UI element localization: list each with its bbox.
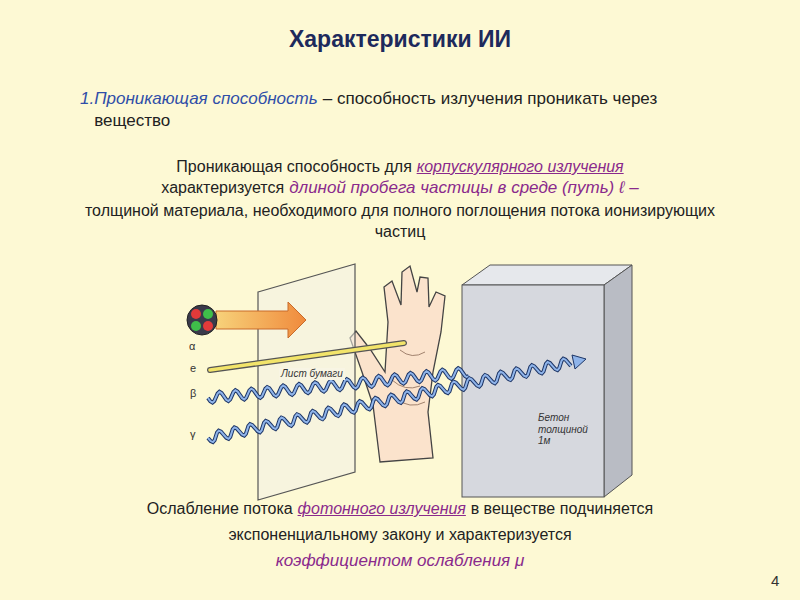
block-side: [604, 265, 632, 497]
sheet-outline: [258, 264, 355, 500]
electron-ray-outline: [210, 343, 404, 370]
text-run: корпускулярного излучения: [417, 158, 624, 175]
ray-label: 4: [771, 572, 779, 589]
paragraph-line: Проникающая способность для корпускулярно…: [60, 156, 740, 177]
gamma-wave: [208, 359, 571, 442]
item-text-holder: Проникающая способность– способность изл…: [94, 88, 694, 132]
text-run: толщиной материала, необходимого для пол…: [85, 202, 715, 240]
text-run: длиной пробега частицы в среде (путь) ℓ …: [289, 178, 638, 197]
slide-title: Характеристики ИИ: [0, 26, 800, 53]
node-label: Лист бумаги: [279, 368, 345, 380]
text-run: Ослабление потока: [147, 500, 293, 517]
paragraph-line: Ослабление потокафотонного излученияв ве…: [110, 496, 690, 547]
node-shape: [460, 262, 634, 500]
ray-label: e: [190, 362, 196, 374]
block-top: [462, 265, 632, 285]
text-run: 1.: [80, 89, 94, 108]
title-text: Характеристики ИИ: [289, 26, 511, 52]
proton: [191, 309, 201, 319]
hand: [350, 266, 445, 462]
block-front: [462, 285, 604, 497]
text-run: Проникающая способность для: [176, 158, 411, 175]
paragraph-line: толщиной материала, необходимого для пол…: [60, 200, 740, 242]
text-run: коэффициентом ослабления μ: [276, 551, 524, 570]
ray-label: γ: [190, 428, 196, 440]
paragraph-line: коэффициентом ослабления μ: [110, 547, 690, 574]
ray-label: β: [190, 387, 196, 399]
bottom-paragraph: Ослабление потокафотонного излученияв ве…: [110, 496, 690, 574]
text-run: характеризуется: [161, 179, 284, 196]
text-run: фотонного излучения: [298, 500, 466, 517]
item-number-holder: 1.: [80, 88, 94, 132]
nucleus: [187, 305, 217, 335]
paragraph-line: характеризуется длиной пробега частицы в …: [60, 177, 740, 199]
list-item: 1. Проникающая способность– способность …: [80, 88, 740, 132]
wave-rays: [208, 355, 586, 442]
gamma-wave-outline: [208, 359, 571, 442]
alpha-arrow: [216, 302, 306, 338]
neutron: [203, 309, 213, 319]
gamma-arrowhead: [572, 355, 586, 369]
concrete-block: Бетон толщиной 1м: [460, 262, 634, 500]
proton: [203, 321, 213, 331]
neutron: [191, 321, 201, 331]
text-run: Проникающая способность: [94, 89, 317, 108]
node-label: Бетон толщиной 1м: [536, 412, 602, 447]
electron-ray: [210, 343, 404, 370]
paragraph: Проникающая способность для корпускулярно…: [60, 156, 740, 242]
ray-label: α: [189, 340, 195, 352]
